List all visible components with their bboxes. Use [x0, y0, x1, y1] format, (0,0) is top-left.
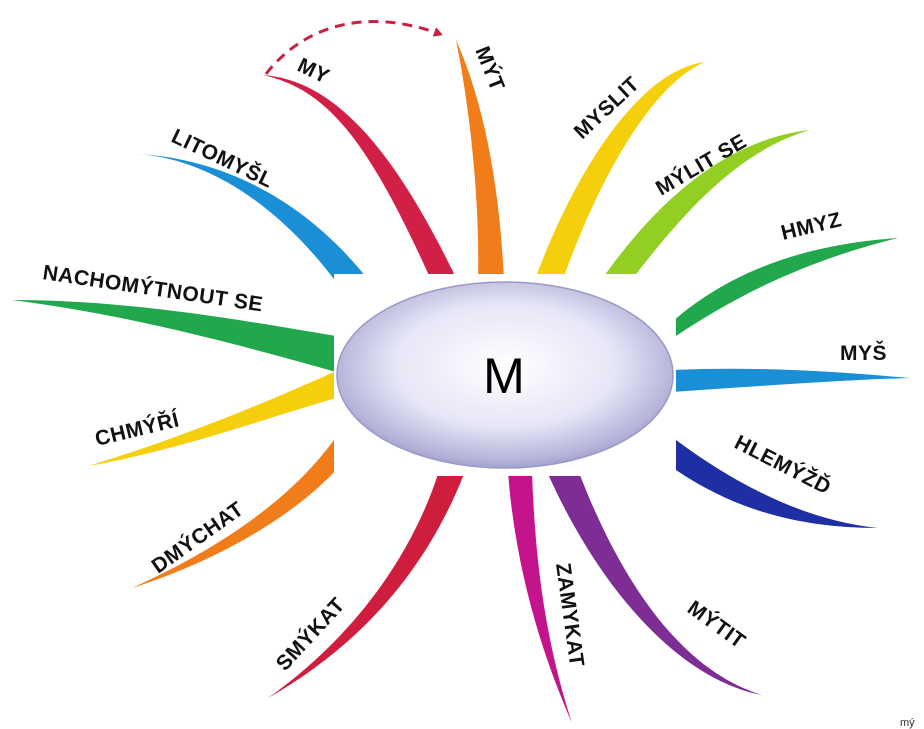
- label-zamykat: ZAMYKAT: [551, 562, 588, 669]
- branch-chmyri: [88, 372, 336, 466]
- branch-mys: [672, 369, 910, 392]
- dashed-arrow: [266, 22, 440, 74]
- label-smykat: SMÝKAT: [272, 593, 350, 675]
- label-mys: MYŠ: [840, 341, 887, 365]
- label-mytit: MÝTIT: [683, 596, 750, 653]
- label-litomysl: LITOMYŠL: [168, 125, 277, 193]
- branch-hmyz: [672, 238, 898, 336]
- corner-text: mý: [900, 717, 915, 729]
- center-label: M: [483, 348, 525, 404]
- label-my: MY: [294, 54, 333, 89]
- branch-my: [263, 75, 458, 282]
- label-myt: MÝT: [470, 43, 508, 94]
- label-hmyz: HMYZ: [779, 208, 844, 245]
- branch-nachomytnout-se: [12, 300, 336, 372]
